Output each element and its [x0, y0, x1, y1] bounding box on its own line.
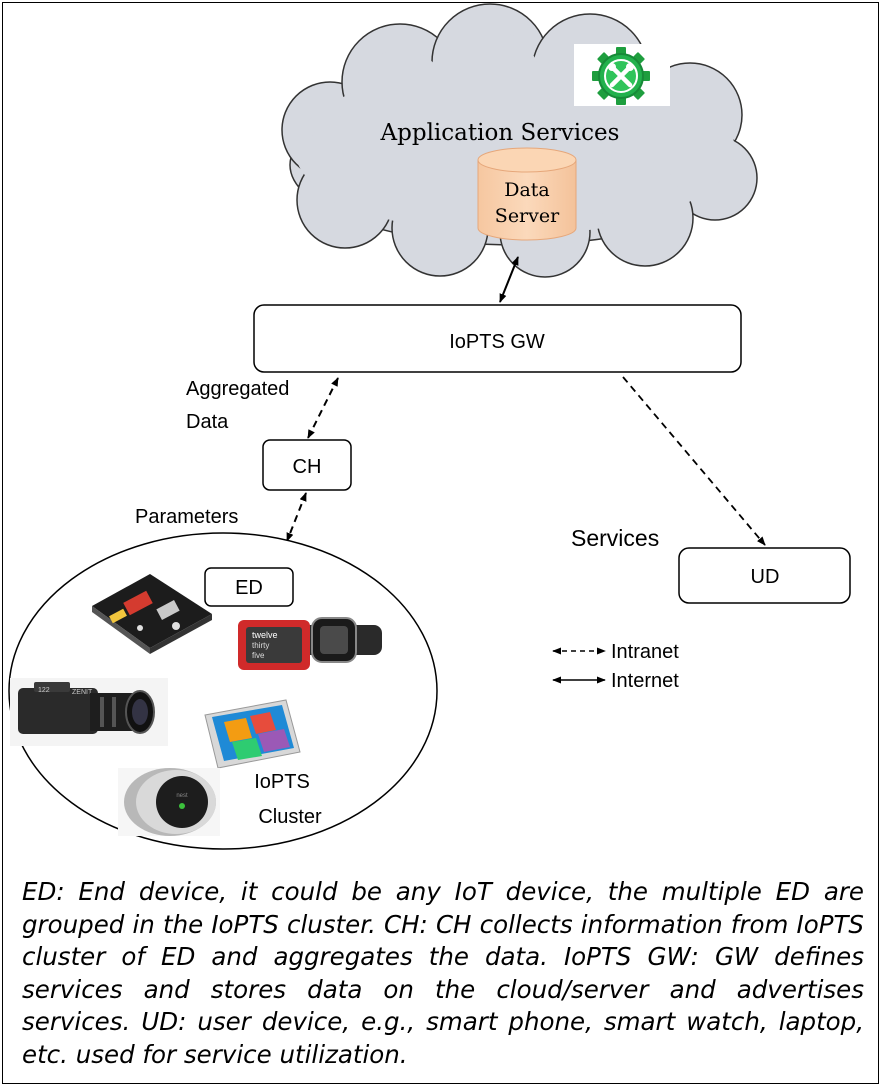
- cluster-label-2: Cluster: [258, 806, 322, 828]
- smart-watch-icon: twelve thirty five: [238, 617, 382, 670]
- intranet-legend-label: Intranet: [611, 641, 679, 663]
- figure-caption: ED: End device, it could be any IoT devi…: [22, 877, 864, 1069]
- user-device-node: UD: [678, 547, 851, 604]
- parameters-label: Parameters: [135, 506, 238, 528]
- svg-text:nest: nest: [176, 793, 188, 799]
- svg-text:five: five: [252, 651, 265, 660]
- data-server: Data Server: [477, 147, 577, 241]
- thermostat-icon: nest: [118, 768, 220, 836]
- gateway-ud-link: [622, 376, 766, 546]
- gateway-ch-link: [307, 377, 339, 439]
- camera-icon: 122 ZENIT: [10, 678, 168, 746]
- svg-text:122: 122: [38, 687, 50, 694]
- end-device-node: ED: [204, 567, 294, 607]
- ch-cluster-link: [286, 492, 307, 542]
- services-label: Services: [571, 525, 659, 551]
- aggregated-label-2: Data: [186, 411, 229, 433]
- tablet-icon: [204, 699, 301, 769]
- gateway-label: IoPTS GW: [449, 331, 545, 353]
- cluster-head-node: CH: [262, 439, 352, 491]
- internet-legend-label: Internet: [611, 670, 679, 692]
- data-server-label-2: Server: [495, 205, 560, 227]
- svg-text:twelve: twelve: [252, 630, 278, 640]
- svg-text:thirty: thirty: [252, 641, 269, 650]
- cloud-gateway-link: [499, 256, 519, 303]
- user-device-label: UD: [751, 566, 780, 588]
- cluster-head-label: CH: [293, 456, 322, 478]
- legend: Intranet Internet: [552, 641, 679, 692]
- aggregated-label-1: Aggregated: [186, 378, 289, 400]
- dev-board-icon: [92, 574, 212, 654]
- cloud-title: Application Services: [380, 120, 620, 146]
- svg-text:ZENIT: ZENIT: [72, 689, 93, 696]
- cluster-label-1: IoPTS: [254, 771, 310, 793]
- network-diagram: Application Services Data Server IoPTS G…: [8, 3, 851, 850]
- end-device-label: ED: [235, 577, 263, 599]
- data-server-label-1: Data: [504, 179, 550, 201]
- gear-wrench-icon: [574, 44, 670, 106]
- gateway-node: IoPTS GW: [253, 304, 742, 373]
